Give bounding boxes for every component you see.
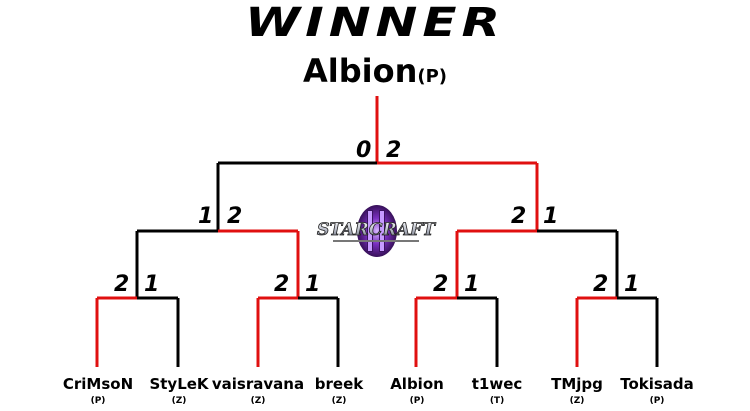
player-name: StyLeK: [149, 375, 209, 393]
player-name: breek: [314, 375, 364, 393]
champion-race: (P): [417, 66, 448, 87]
player-race: (T): [489, 396, 505, 406]
qf2-score-right: 1: [305, 272, 321, 297]
player-name: vaisravana: [211, 375, 305, 393]
player-name: t1wec: [471, 375, 523, 393]
player-race: (P): [649, 396, 665, 406]
player-race: (P): [90, 396, 106, 406]
player-name: Tokisada: [620, 375, 694, 393]
player-race: (Z): [171, 396, 187, 406]
player-race: (Z): [331, 396, 347, 406]
semi2-score-right: 1: [543, 204, 559, 229]
champion: Albion(P): [0, 52, 750, 90]
winner-title: WINNER: [244, 0, 506, 46]
final-score-right: 2: [386, 138, 402, 163]
semi1-score-right: 2: [227, 204, 243, 229]
player-race: (Z): [250, 396, 266, 406]
starcraft-ii-logo: STARCRAFT: [313, 204, 438, 258]
final-score-left: 0: [356, 138, 372, 163]
semi2-score-left: 2: [511, 204, 527, 229]
qf3-score-right: 1: [464, 272, 480, 297]
player-race: (Z): [569, 396, 585, 406]
qf4-score-right: 1: [624, 272, 640, 297]
player-name: TMjpg: [551, 375, 603, 393]
starcraft-logo-icon: STARCRAFT: [317, 205, 437, 257]
qf1-score-left: 2: [114, 272, 130, 297]
semi1-score-left: 1: [198, 204, 214, 229]
logo-text: STARCRAFT: [317, 220, 436, 240]
player-name: CriMsoN: [62, 375, 134, 393]
qf3-score-left: 2: [433, 272, 449, 297]
champion-name: Albion: [302, 52, 418, 90]
qf4-score-left: 2: [593, 272, 609, 297]
player-race: (P): [409, 396, 425, 406]
qf2-score-left: 2: [274, 272, 290, 297]
qf1-score-right: 1: [144, 272, 160, 297]
player-name: Albion: [390, 375, 444, 393]
